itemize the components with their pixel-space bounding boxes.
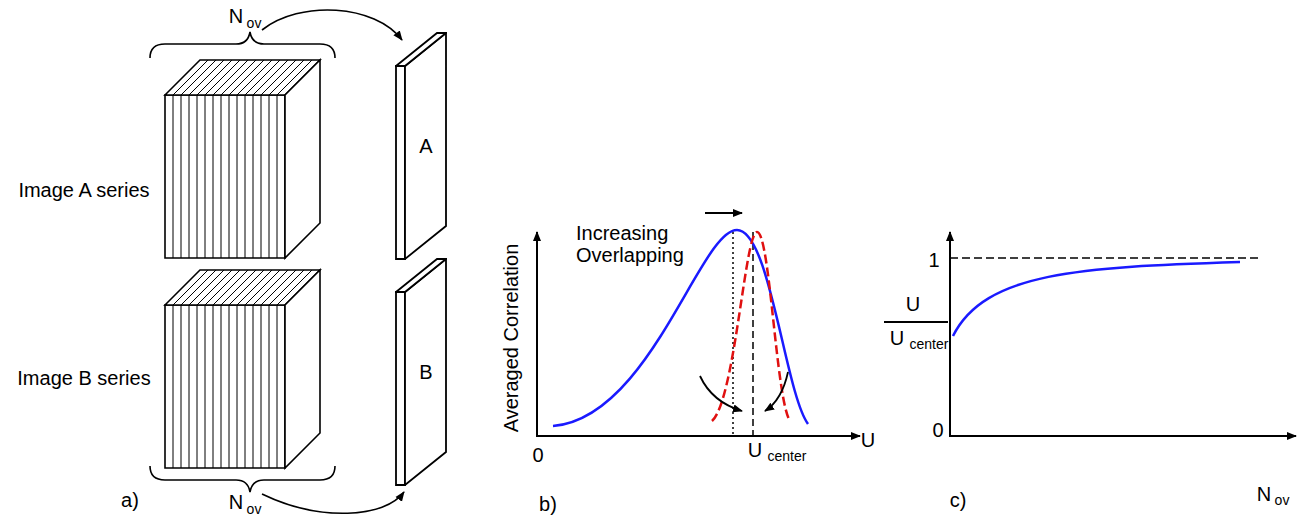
axis-value: 1 [928, 249, 939, 271]
blue-curve [953, 262, 1240, 336]
axis-value: 0 [532, 444, 543, 466]
subscript: center [768, 449, 807, 464]
plate-label: A [419, 135, 432, 158]
axis-title: U [906, 293, 920, 315]
plate-label: B [419, 361, 432, 384]
axis-title: U [861, 429, 875, 451]
image-stacks [165, 60, 320, 468]
brace [150, 32, 335, 58]
axis-title: N [1257, 483, 1271, 505]
narrow-arrow [765, 372, 788, 411]
fraction-bar [884, 321, 948, 323]
axis-value: 0 [932, 419, 943, 441]
red-curve [712, 232, 790, 421]
asymptote [950, 257, 1262, 258]
subscript: ov [247, 502, 262, 517]
count-symbol: N [229, 491, 243, 513]
image-plate: A [395, 32, 447, 260]
series-label: Image B series [17, 367, 150, 389]
panel-letter: a) [121, 489, 139, 511]
average-arrow [262, 10, 402, 40]
series-label: Image A series [18, 179, 149, 201]
subscript: ov [1275, 493, 1290, 508]
axes [949, 232, 1296, 436]
average-arrow [262, 492, 404, 513]
axis-value: U [748, 439, 762, 461]
panel-letter: b) [539, 493, 557, 515]
narrow-arrow [700, 376, 742, 411]
subscript: ov [247, 16, 262, 31]
count-symbol: N [229, 5, 243, 27]
center-line [752, 232, 754, 436]
axis-title: Averaged Correlation [500, 244, 522, 433]
panel-letter: c) [950, 489, 967, 511]
image-plate: B [395, 258, 447, 486]
axis-title: U [890, 327, 904, 349]
annotation: Increasing Overlapping [576, 222, 704, 266]
shift-arrow [705, 212, 742, 214]
dotted-line [732, 232, 734, 436]
subscript: center [910, 337, 949, 352]
brace [150, 466, 335, 492]
